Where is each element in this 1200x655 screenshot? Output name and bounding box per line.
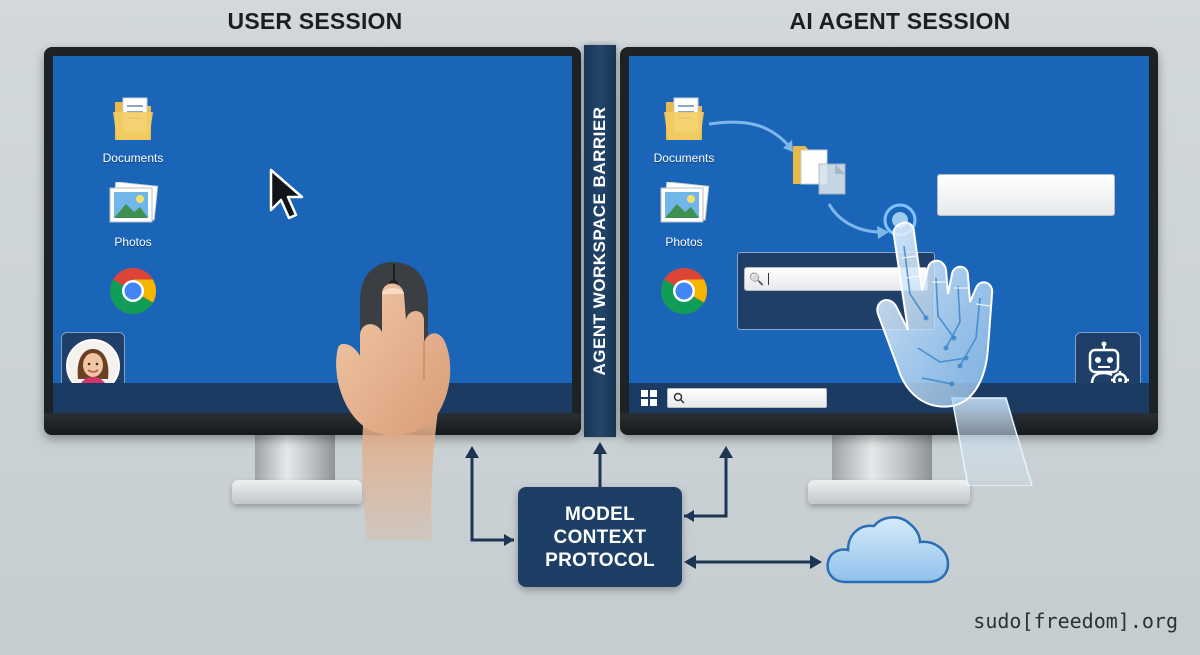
user-desktop[interactable]: Documents Photos <box>53 56 572 413</box>
agent-documents-shortcut[interactable]: Documents <box>639 94 729 165</box>
agent-monitor-bezel <box>620 413 1158 435</box>
desk-icon-label: Documents <box>653 151 715 165</box>
desk-icon-label: Documents <box>102 151 164 165</box>
desk-icon-label: Photos <box>665 235 703 249</box>
agent-monitor-base <box>808 480 970 504</box>
taskbar-search-box[interactable] <box>667 388 827 408</box>
start-menu-icon[interactable] <box>641 390 657 406</box>
mouse-pointer-icon <box>269 168 304 220</box>
desk-icon-label: Photos <box>114 235 152 249</box>
mcp-label-line-1: MODEL <box>564 503 636 525</box>
site-watermark: sudo[freedom].org <box>973 609 1178 633</box>
agent-target-field[interactable] <box>937 174 1115 216</box>
model-context-protocol-box: MODEL CONTEXT PROTOCOL <box>518 487 682 587</box>
agent-browser-shortcut[interactable] <box>639 266 729 321</box>
cloud-icon <box>826 516 950 584</box>
robotic-hand-icon <box>876 203 1033 486</box>
search-icon <box>673 392 685 404</box>
user-monitor-stand <box>255 434 335 486</box>
hand-on-mouse-icon <box>336 262 451 540</box>
text-cursor <box>767 273 769 285</box>
photos-icon <box>660 181 710 223</box>
moving-files-icon <box>793 146 846 195</box>
chrome-icon <box>109 268 157 315</box>
agent-workspace-barrier: AGENT WORKSPACE BARRIER <box>584 45 616 437</box>
chrome-icon <box>660 268 708 315</box>
user-documents-shortcut[interactable]: Documents <box>88 94 178 165</box>
folder-document-icon <box>664 97 704 140</box>
agent-search-input[interactable]: 🔍 <box>744 267 928 291</box>
mcp-label-line-3: PROTOCOL <box>545 549 655 571</box>
agent-monitor: Documents Photos <box>620 47 1158 435</box>
agent-session-title: AI AGENT SESSION <box>789 8 1011 34</box>
agent-desktop[interactable]: Documents Photos <box>629 56 1149 413</box>
user-monitor-base <box>232 480 362 504</box>
user-taskbar <box>53 383 572 413</box>
user-browser-shortcut[interactable] <box>88 266 178 321</box>
agent-photos-shortcut[interactable]: Photos <box>639 181 729 249</box>
user-avatar <box>66 339 120 393</box>
agent-file-move-path <box>708 120 889 239</box>
agent-monitor-stand <box>832 434 932 486</box>
mcp-label-line-2: CONTEXT <box>553 526 647 548</box>
user-monitor: Documents Photos <box>44 47 581 435</box>
photos-icon <box>109 181 159 223</box>
agent-taskbar <box>629 383 1149 413</box>
user-session-title: USER SESSION <box>227 8 403 34</box>
user-photos-shortcut[interactable]: Photos <box>88 181 178 249</box>
user-monitor-bezel <box>44 413 581 435</box>
search-icon: 🔍 <box>749 272 764 286</box>
folder-document-icon <box>113 97 153 140</box>
